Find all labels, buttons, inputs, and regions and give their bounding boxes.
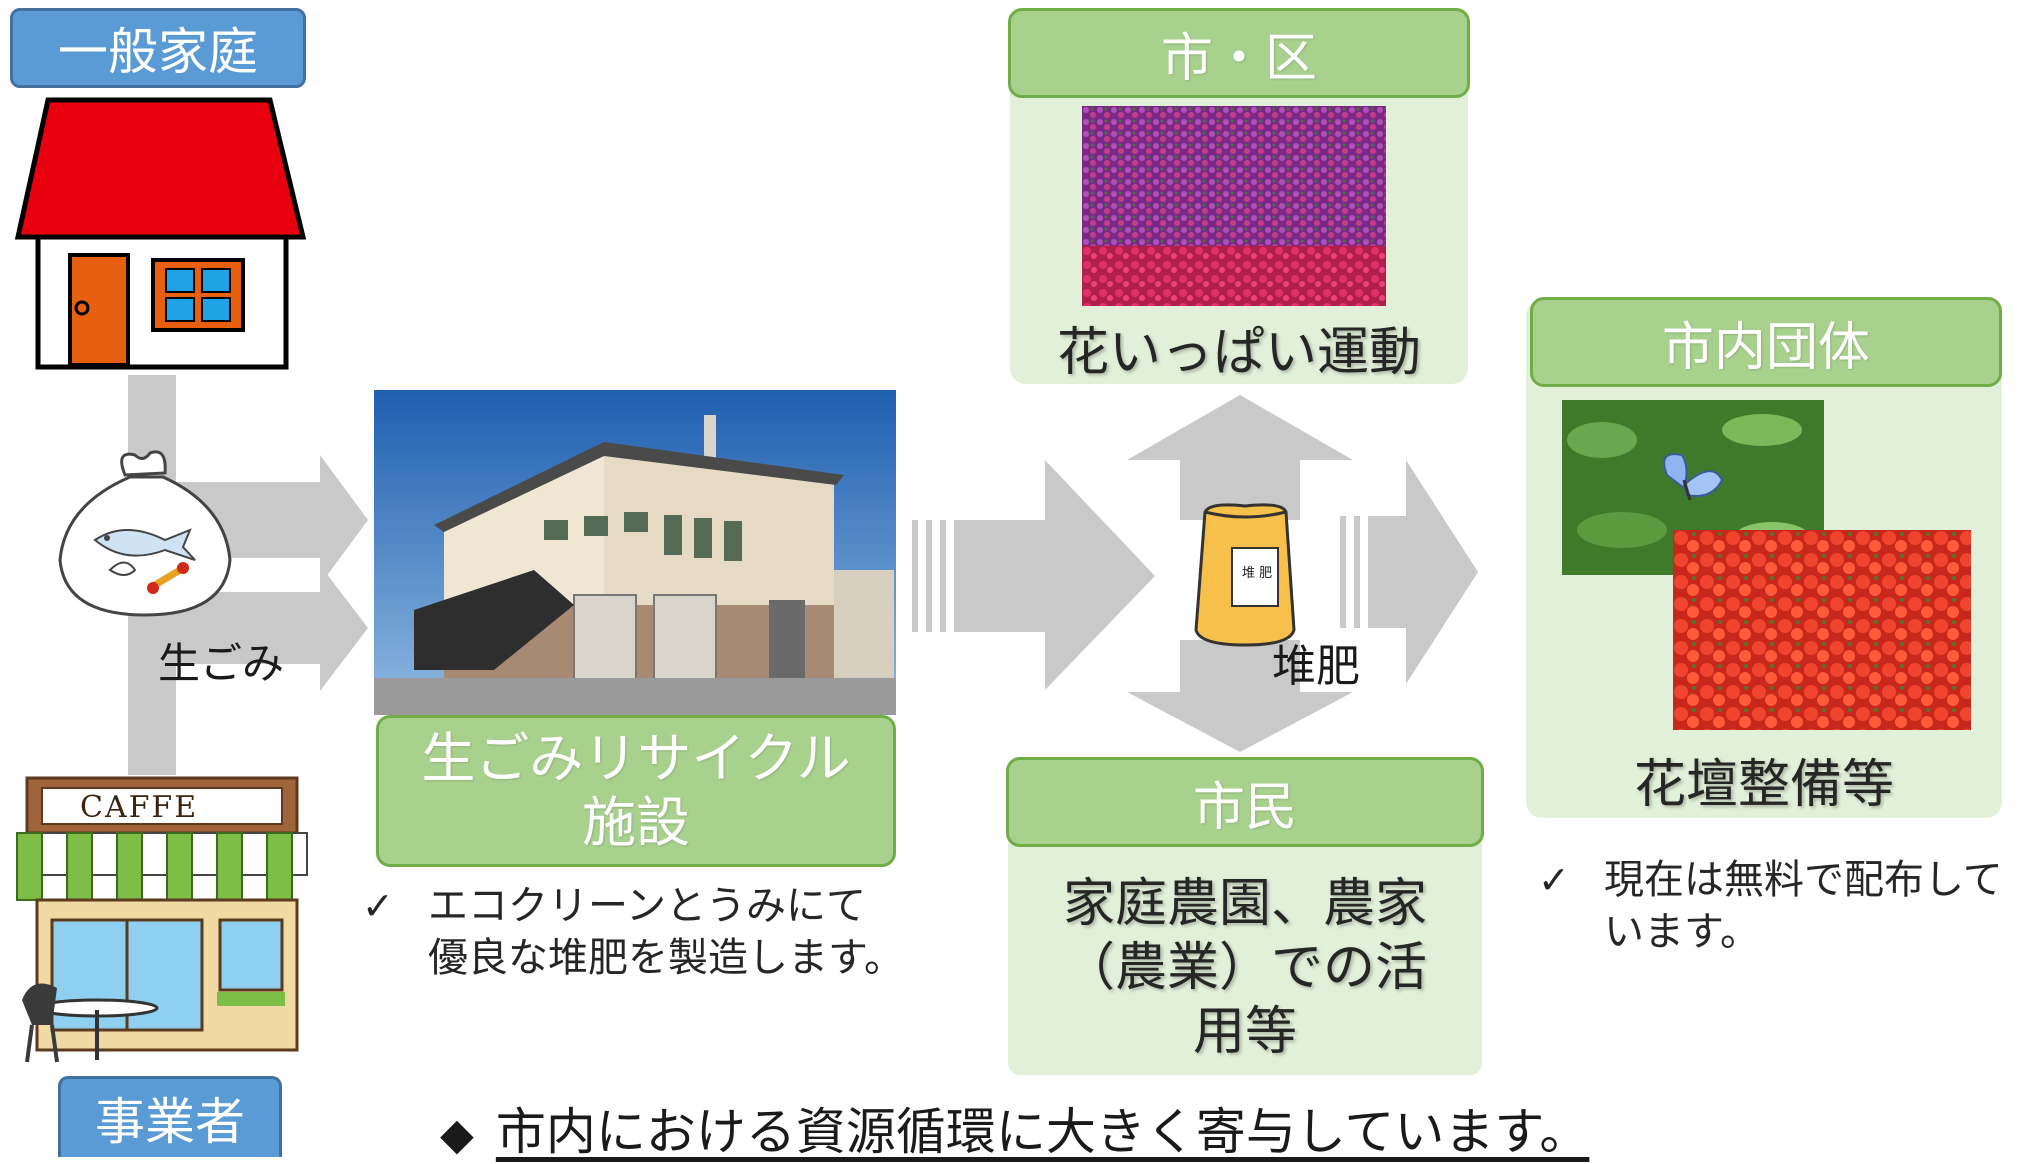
cafe-shop-icon	[16, 776, 308, 1063]
city-caption: 花いっぱい運動	[1056, 323, 1421, 383]
house-icon	[14, 97, 307, 370]
household-label: 一般家庭	[10, 8, 306, 88]
facility-photo	[374, 390, 896, 715]
garbage-bag-icon	[58, 450, 232, 617]
household-label-text: 一般家庭	[58, 23, 258, 81]
facility-note-line2: 優良な堆肥を製造します。	[428, 935, 904, 981]
citizens-line1: 家庭農園、農家	[1062, 874, 1427, 934]
arrow-compost-to-groups	[1368, 460, 1478, 684]
citizens-text: 家庭農園、農家 （農業）での活 用等	[1008, 872, 1482, 1064]
facility-note: ✓ エコクリーンとうみにて 優良な堆肥を製造します。	[362, 880, 904, 984]
flower-field-photo	[1082, 106, 1386, 306]
azalea-photo	[1673, 530, 1971, 730]
footer-bullet: ◆	[440, 1109, 474, 1160]
check-mark-groups: ✓	[1538, 858, 1570, 902]
arrow-up-to-city	[1127, 395, 1353, 520]
cafe-sign-text: CAFFE	[80, 790, 199, 825]
groups-label: 市内団体	[1530, 297, 2002, 387]
facility-label-line2: 施設	[582, 791, 690, 854]
groups-note-line1: 現在は無料で配布して	[1604, 857, 2003, 903]
city-label-text: 市・区	[1160, 28, 1317, 89]
arrow-down-to-citizens	[1127, 640, 1353, 752]
compost-bag-text: 堆 肥	[1242, 566, 1273, 581]
groups-caption: 花壇整備等	[1633, 755, 1894, 815]
groups-note: ✓ 現在は無料で配布して います。	[1538, 854, 2003, 958]
citizens-line2: （農業）での活	[1062, 938, 1427, 998]
footer-text: 市内における資源循環に大きく寄与しています。	[495, 1103, 1590, 1161]
arrow-facility-to-compost	[954, 460, 1155, 690]
food-waste-label: 生ごみ	[158, 639, 285, 688]
arrow-to-facility-lower	[176, 565, 368, 691]
citizens-line3: 用等	[1192, 1002, 1297, 1062]
compost-bag-icon	[1194, 503, 1296, 647]
facility-label-line1: 生ごみリサイクル	[421, 727, 851, 790]
citizens-label: 市民	[1006, 757, 1484, 847]
facility-label: 生ごみリサイクル 施設	[376, 715, 896, 867]
city-label: 市・区	[1008, 8, 1470, 98]
citizens-label-text: 市民	[1192, 777, 1297, 838]
groups-label-text: 市内団体	[1661, 317, 1870, 378]
business-label: 事業者	[58, 1076, 282, 1157]
check-mark-facility: ✓	[362, 884, 394, 928]
business-label-text: 事業者	[95, 1093, 245, 1151]
facility-note-line1: エコクリーンとうみにて	[428, 883, 866, 929]
compost-label: 堆肥	[1272, 641, 1360, 692]
groups-note-line2: います。	[1604, 909, 1760, 955]
footer-statement: ◆ 市内における資源循環に大きく寄与しています。	[440, 1092, 1589, 1164]
